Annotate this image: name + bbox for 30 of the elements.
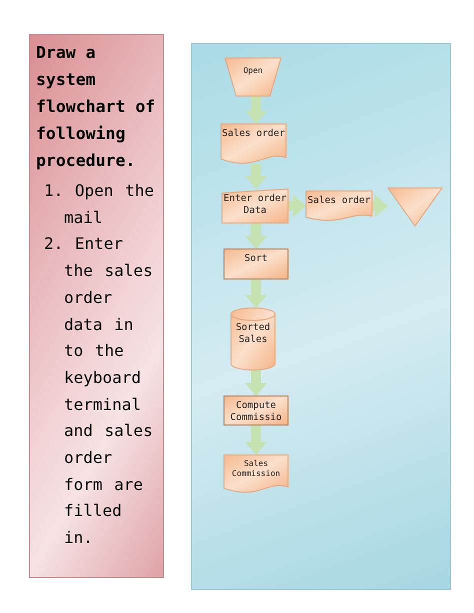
node-label: Compute Commissio <box>229 400 283 424</box>
process-box <box>224 396 288 425</box>
database-cylinder <box>231 308 275 370</box>
flowchart-background <box>191 43 451 590</box>
arrow <box>245 279 267 308</box>
list-item: 1. Open the mail <box>43 180 155 229</box>
node-label: Sales Commission <box>230 459 282 479</box>
heading: Draw a system flowchart of following procedure. <box>36 42 156 172</box>
document-shape <box>224 455 288 493</box>
node-label: Enter order Data <box>222 193 288 217</box>
arrow <box>288 195 306 217</box>
arrow <box>372 195 388 217</box>
offline-storage-triangle <box>388 188 442 226</box>
document-shape <box>306 191 372 221</box>
arrow <box>245 164 267 189</box>
node-label: Sorted Sales <box>234 322 272 346</box>
text-panel <box>29 34 164 578</box>
process-box <box>224 249 288 279</box>
manual-input-shape <box>222 189 288 223</box>
node-label: Sales order <box>308 195 370 207</box>
arrow <box>245 96 267 124</box>
list-item: 2. Enter the sales order data in to the keyboard terminal and sales order form are filled in. <box>43 233 154 550</box>
node-label: Sales order <box>222 128 285 140</box>
manual-operation-shape <box>225 58 281 96</box>
arrow <box>245 425 267 455</box>
node-label: Open <box>243 66 263 76</box>
arrow <box>245 370 267 396</box>
arrow <box>245 223 267 249</box>
node-label: Sort <box>244 253 268 265</box>
document-shape <box>221 124 286 164</box>
